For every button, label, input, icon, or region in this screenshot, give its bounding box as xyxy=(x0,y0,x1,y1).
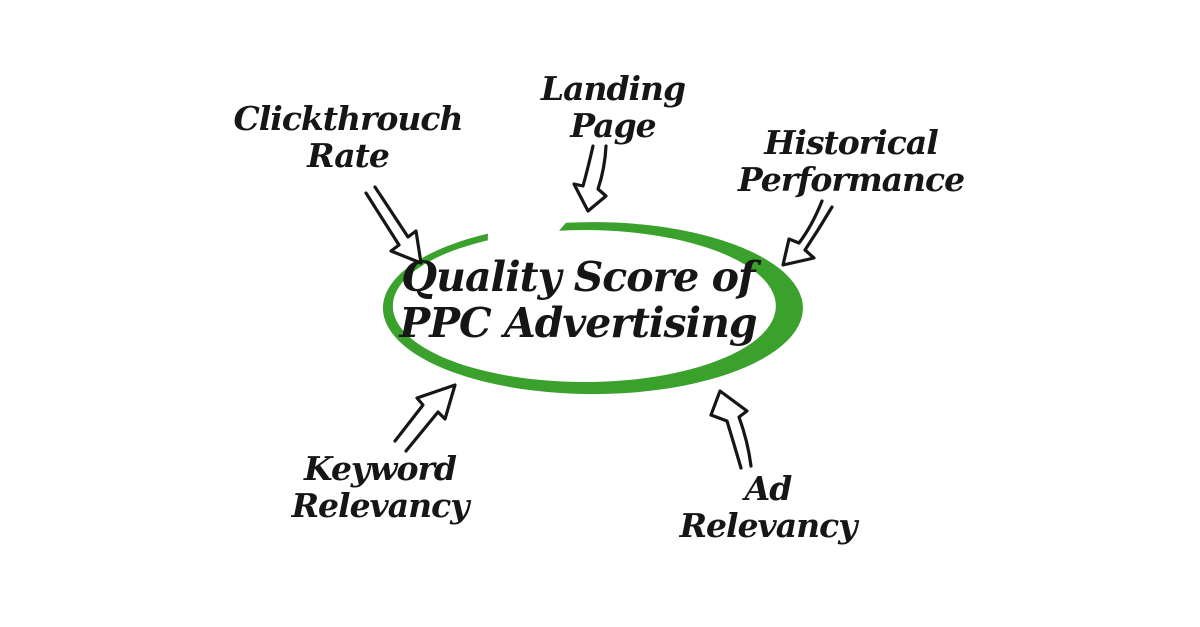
factor-label-landing-page: Landing Page xyxy=(488,70,738,144)
factor-label-keyword-relevancy: Keyword Relevancy xyxy=(230,450,530,524)
factor-line: Clickthrouch xyxy=(233,99,463,138)
clickthrough-rate-arrow-icon xyxy=(364,185,423,265)
factor-line: Performance xyxy=(737,160,965,199)
ad-relevancy-arrow-icon xyxy=(709,389,753,470)
factor-line: Page xyxy=(570,106,656,145)
landing-page-arrow-icon xyxy=(572,144,608,213)
factor-line: Ad xyxy=(744,469,793,508)
factor-label-ad-relevancy: Ad Relevancy xyxy=(618,470,918,544)
factor-label-historical-performance: Historical Performance xyxy=(701,124,1001,198)
factor-line: Keyword xyxy=(303,449,457,488)
factor-line: Relevancy xyxy=(291,486,470,525)
factor-line: Landing xyxy=(540,69,686,108)
factor-line: Historical xyxy=(764,123,938,162)
historical-performance-arrow-icon xyxy=(781,199,834,267)
center-title: Quality Score of PPC Advertising xyxy=(378,254,778,346)
factor-line: Relevancy xyxy=(679,506,858,545)
keyword-relevancy-arrow-icon xyxy=(393,383,457,453)
factor-label-clickthrough-rate: Clickthrouch Rate xyxy=(198,100,498,174)
center-title-line2: PPC Advertising xyxy=(399,299,757,347)
factor-line: Rate xyxy=(307,136,390,175)
center-title-line1: Quality Score of xyxy=(401,253,755,301)
